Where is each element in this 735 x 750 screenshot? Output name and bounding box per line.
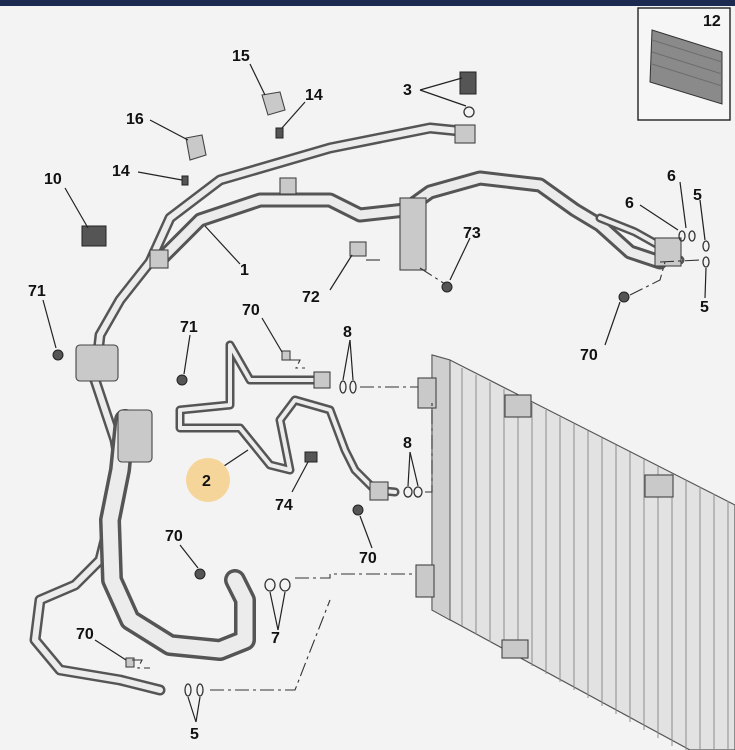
part-14-valve-core [275,127,284,139]
condenser-mount-upper [504,394,532,418]
pipe-support-bracket [399,197,427,271]
part-6-oring-b [688,230,696,242]
part-14b-valve-core [181,175,189,186]
condenser-mount-lower [644,474,674,498]
callout-6-top: 6 [667,168,676,185]
condenser-mount-bottom [501,639,529,659]
leader-lines [42,63,707,723]
pipe-2 [175,340,400,501]
small-parts [52,71,710,697]
callout-70-low: 70 [165,528,183,545]
part-70-nut-right [618,291,630,303]
part-7-oring-a [264,578,276,592]
callout-12: 12 [703,13,721,30]
callout-3: 3 [403,82,412,99]
pipe-end-fitting [454,124,476,144]
pipe-assembly-1 [29,122,685,696]
part-70-clip-bottom [125,657,135,668]
callout-74: 74 [275,497,293,514]
cabin-filter-part [649,29,723,105]
inset-box-12 [637,7,731,121]
condenser-outlet-port [415,564,435,598]
part-8-oring-c [403,486,413,498]
part-8-oring-d [413,486,423,498]
condenser-inlet-port [417,377,437,409]
callout-7: 7 [271,630,280,647]
callout-14-left: 14 [112,163,130,180]
header-bar [0,0,735,6]
part-15-cap [261,91,286,116]
part-74-bolt [304,451,318,463]
callout-5-bottom: 5 [190,726,199,743]
callout-73: 73 [463,225,481,242]
part-5-oring-c [184,683,192,697]
part-70-clip-top [281,350,291,361]
callout-10: 10 [44,171,62,188]
part-5-oring-b [702,256,710,268]
part-5-oring-d [196,683,204,697]
part-3-oring [463,106,475,118]
part-3-pressure-switch [459,71,477,95]
callout-15: 15 [232,48,250,65]
callout-5-right: 5 [700,299,709,316]
part-8-oring-a [339,380,347,394]
callout-6-mid: 6 [625,195,634,212]
condenser-fins [461,368,729,750]
part-71-bolt-left [52,349,64,361]
pipe2-fitting-upper [313,371,331,389]
callout-5-top: 5 [693,187,702,204]
callout-14-top: 14 [305,87,323,104]
callout-1: 1 [240,262,249,279]
callout-70-right: 70 [580,347,598,364]
part-16-cap [185,134,207,161]
pipe-junction-block [75,344,119,382]
callouts: 12 15 14 3 16 10 14 6 5 6 1 73 72 5 71 7… [28,13,721,743]
callout-70-top: 70 [242,302,260,319]
part-5-oring-a [702,240,710,252]
callout-2-highlight [186,458,230,502]
callout-70-bottom: 70 [76,626,94,643]
part-70-nut-low [194,568,206,580]
callout-71-left: 71 [28,283,46,300]
part-10-clip [81,225,107,247]
callout-70-mid: 70 [359,550,377,567]
part-7-oring-b [279,578,291,592]
callout-71-mid: 71 [180,319,198,336]
condenser [415,354,735,750]
callout-2: 2 [202,473,211,490]
part-72-bracket [349,241,367,257]
part-71-bolt-mid [176,374,188,386]
part-73-nut [441,281,453,293]
callout-8-top: 8 [343,324,352,341]
callout-72: 72 [302,289,320,306]
callout-16: 16 [126,111,144,128]
pipe-valve-fitting-left [149,249,169,269]
part-6-oring-a [678,230,686,242]
assembly-lines [132,259,701,691]
callout-8-mid: 8 [403,435,412,452]
part-70-nut-mid [352,504,364,516]
pipe2-fitting-lower [369,481,389,501]
part-8-oring-b [349,380,357,394]
pipe-muffler [117,409,153,463]
pipe-valve-fitting [279,177,297,195]
